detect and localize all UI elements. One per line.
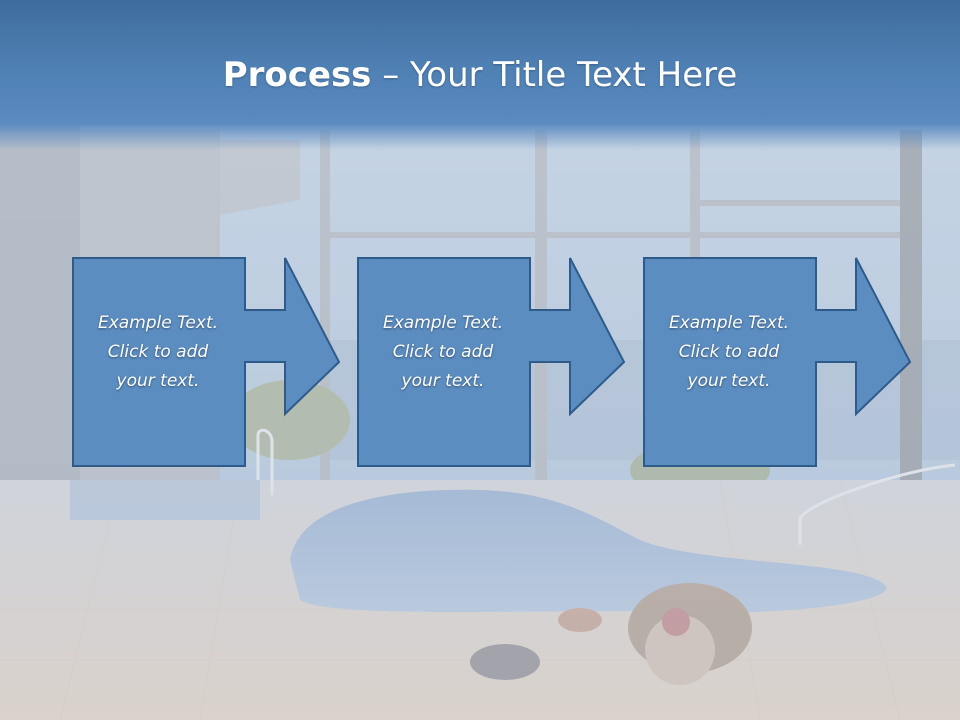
step-3-arrow-shape bbox=[643, 257, 912, 467]
step-2-text: Example Text. Click to add your text. bbox=[382, 313, 504, 391]
step-1-text: Example Text. Click to add your text. bbox=[97, 313, 219, 391]
process-step-2[interactable]: Example Text. Click to add your text. bbox=[357, 257, 626, 467]
step-1-arrow-shape bbox=[72, 257, 341, 467]
title-bold-part: Process bbox=[222, 55, 372, 95]
step-3-text: Example Text. Click to add your text. bbox=[668, 313, 790, 391]
title-band bbox=[0, 0, 960, 150]
process-step-1[interactable]: Example Text. Click to add your text. bbox=[72, 257, 341, 467]
process-step-3[interactable]: Example Text. Click to add your text. bbox=[643, 257, 912, 467]
slide-title[interactable]: Process – Your Title Text Here bbox=[0, 52, 960, 98]
step-2-arrow-shape bbox=[357, 257, 626, 467]
title-rest-part: – Your Title Text Here bbox=[371, 55, 738, 95]
